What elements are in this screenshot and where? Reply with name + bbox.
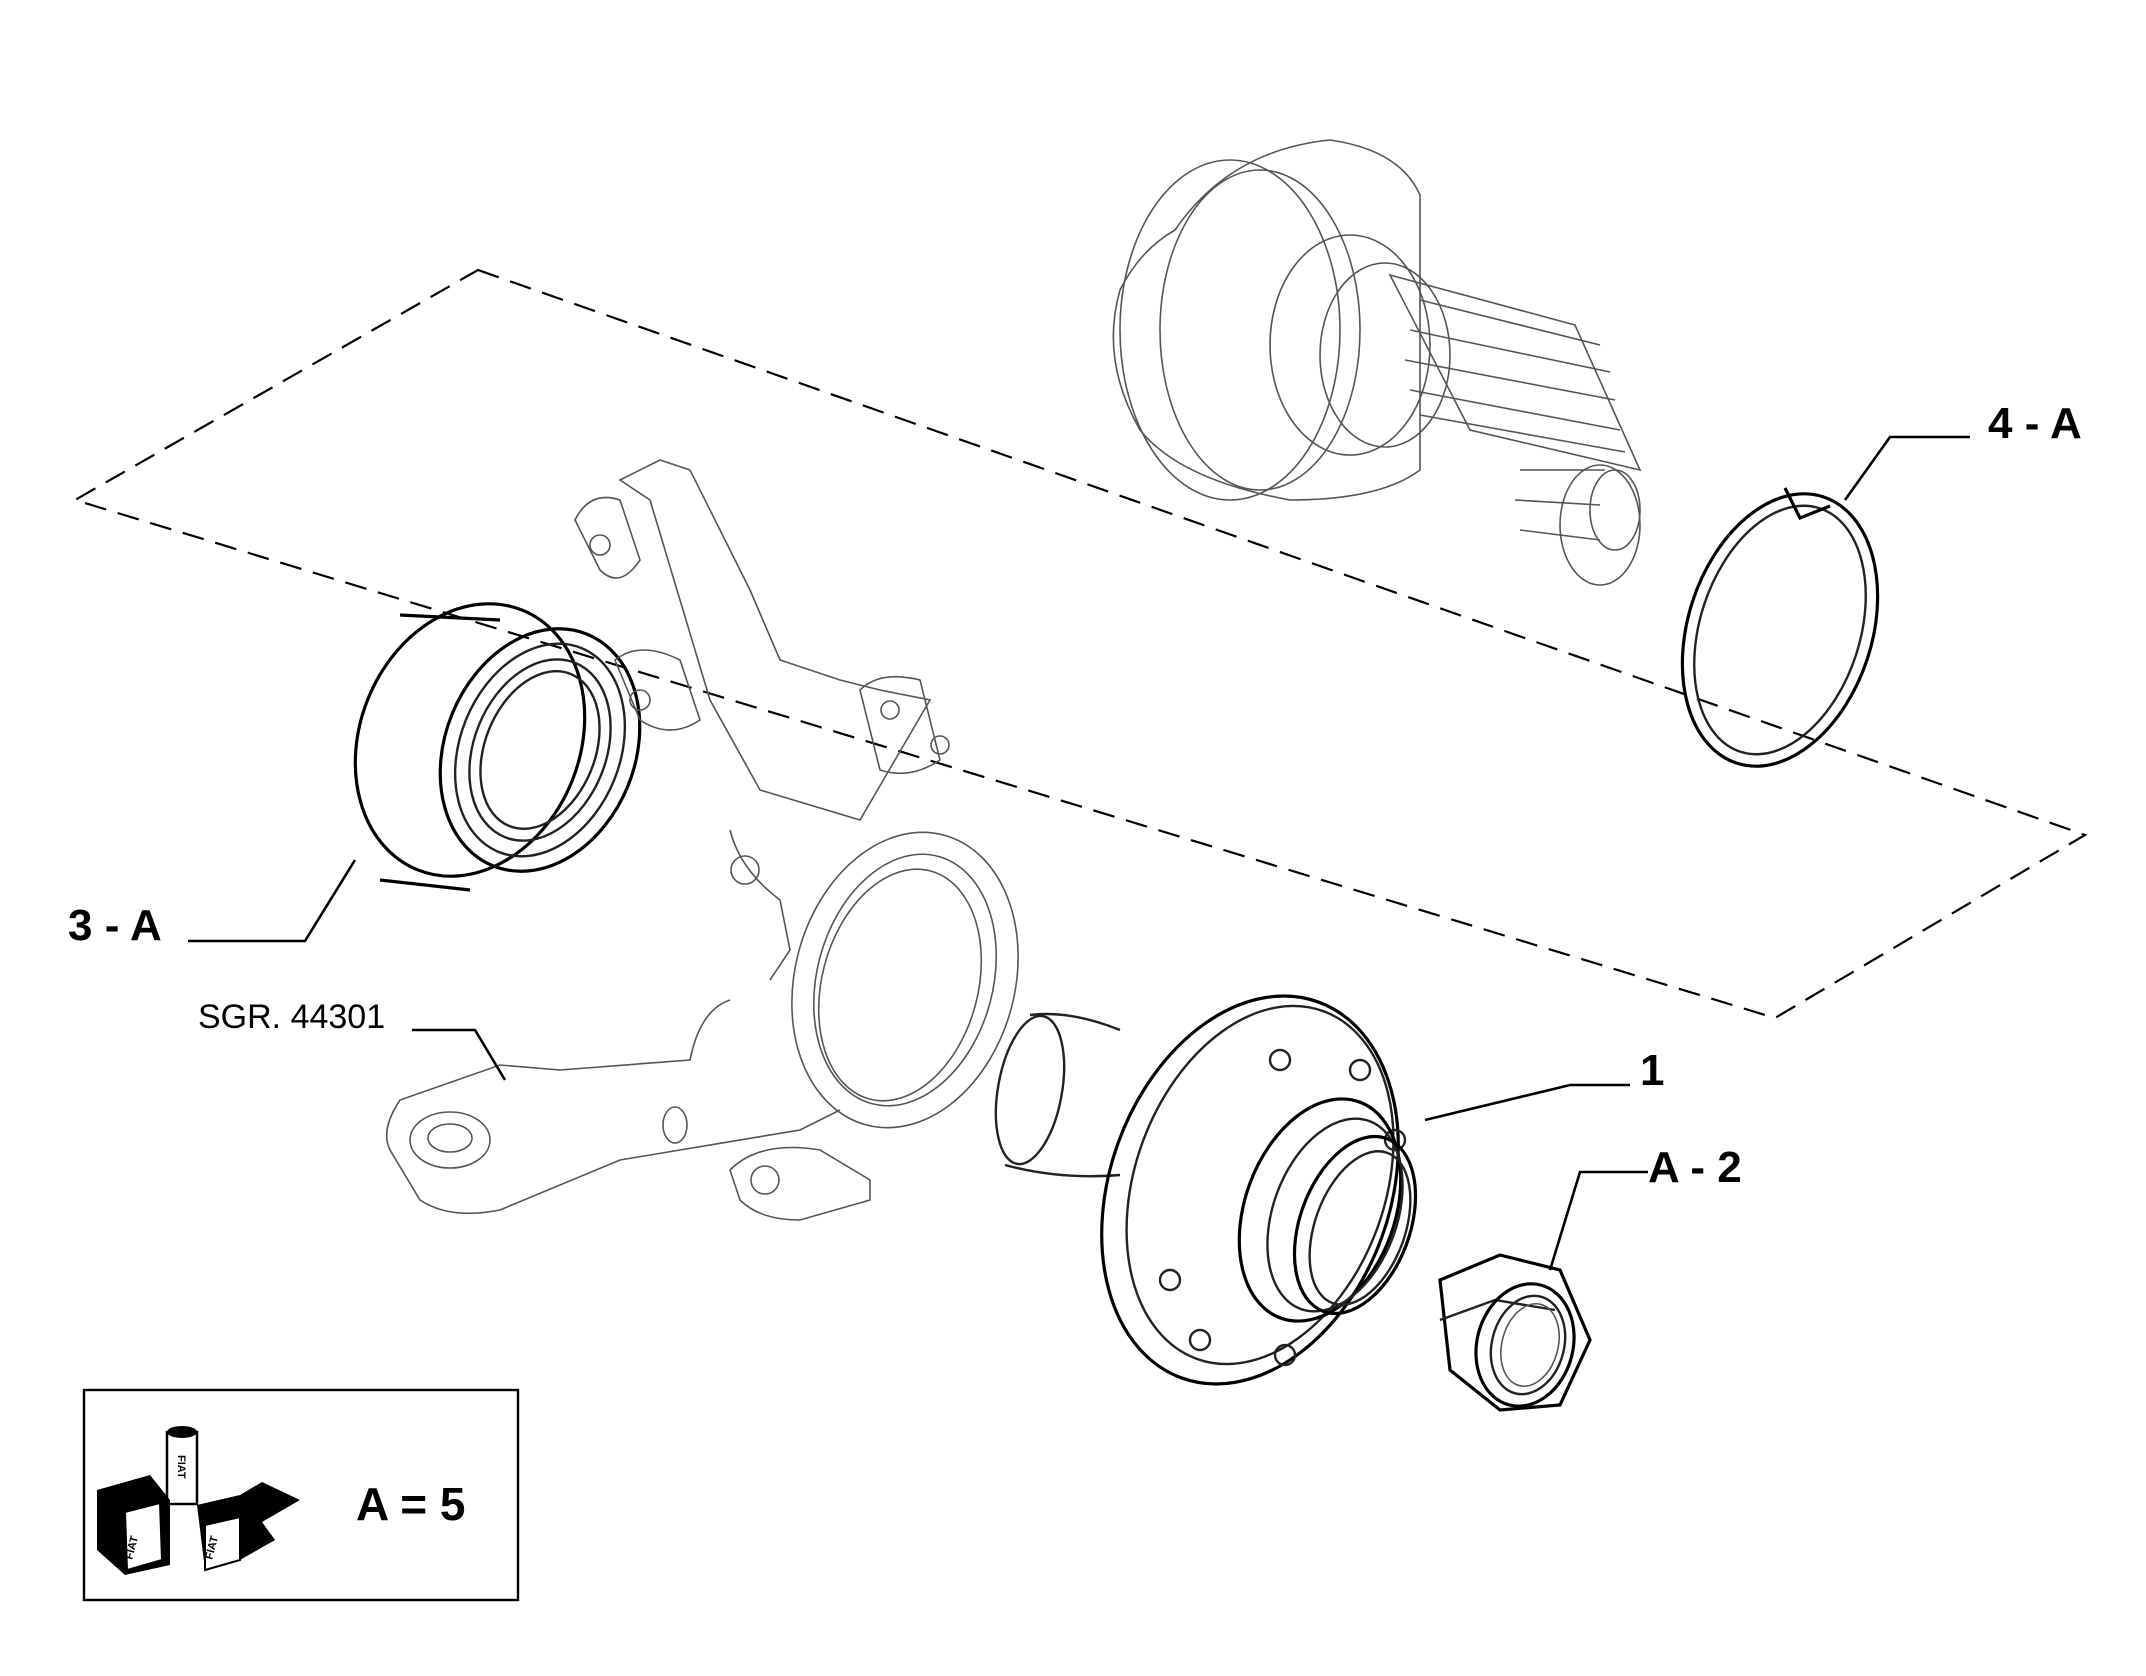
label-nut: A - 2 [1648, 1143, 1742, 1192]
cv-joint-shaft [1112, 139, 1642, 586]
label-knuckle-ref: SGR. 44301 [198, 998, 385, 1036]
leader-hub [1424, 1083, 1630, 1122]
leader-bearing [188, 859, 357, 943]
logo-text-left: FIAT [123, 1535, 141, 1561]
hub-nut [1438, 1253, 1592, 1412]
wheel-hub [994, 994, 1418, 1386]
label-ring: 4 - A [1988, 399, 2082, 448]
wheel-bearing [353, 602, 642, 892]
logo-text-top: FIAT [175, 1455, 187, 1479]
fiat-kit-logo: FIAT FIAT FIAT [97, 1426, 300, 1575]
leader-knuckle [412, 1028, 507, 1081]
assembly-dashed-outline [72, 268, 2088, 1020]
steering-knuckle [385, 459, 1019, 1221]
leader-ring [1843, 435, 1970, 501]
snap-ring [1680, 487, 1880, 768]
leader-nut [1548, 1170, 1648, 1271]
legend-formula: A = 5 [356, 1478, 466, 1530]
legend-box: FIAT FIAT FIAT A = 5 [82, 1388, 520, 1602]
logo-text-right: FIAT [203, 1535, 221, 1561]
label-hub: 1 [1640, 1046, 1664, 1095]
label-bearing: 3 - A [68, 901, 162, 950]
